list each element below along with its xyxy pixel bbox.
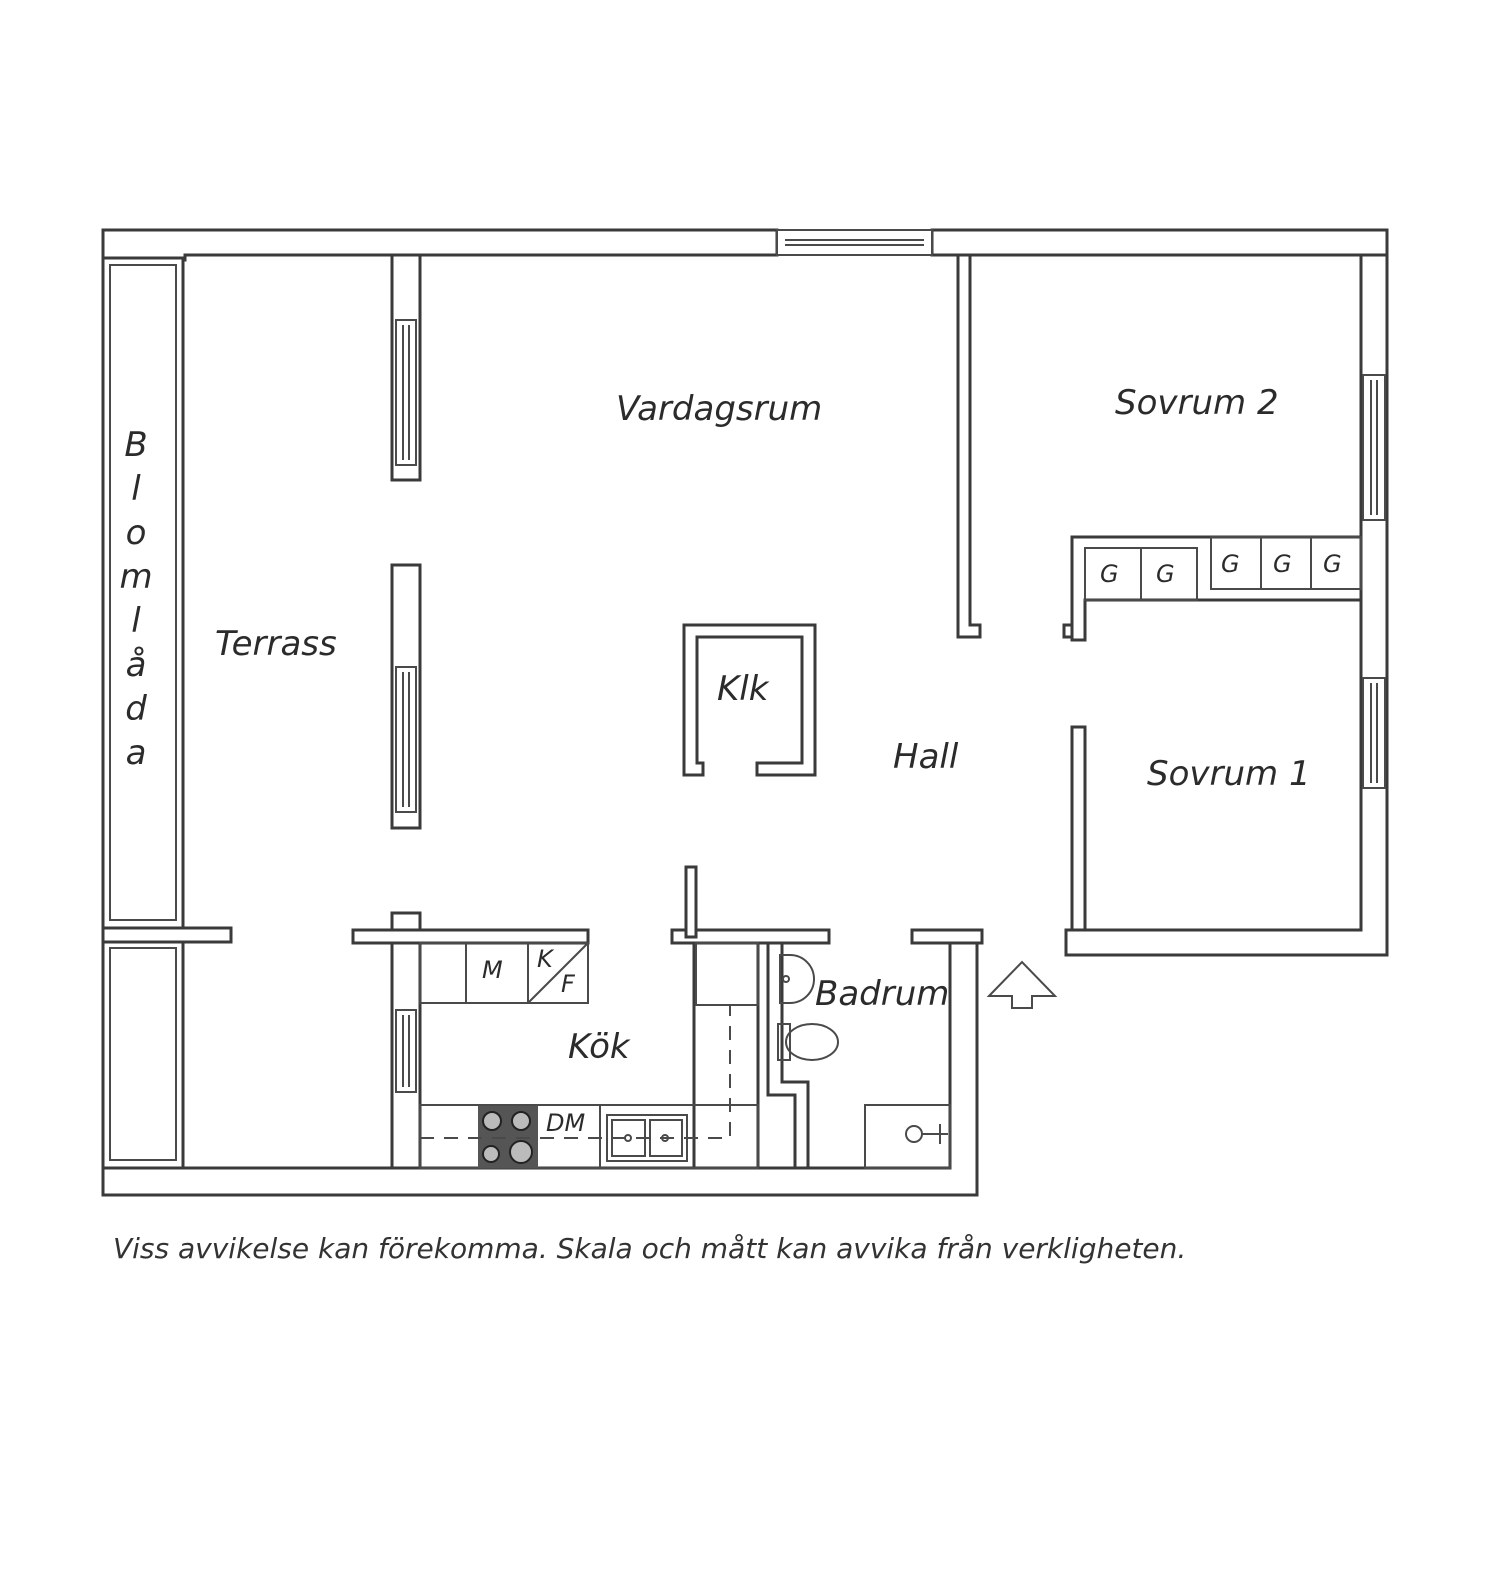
label-kok: Kök [568, 1027, 631, 1067]
bedroom-walls [1062, 374, 1386, 932]
fridge-f-label: F [561, 970, 576, 998]
label-terrass: Terrass [215, 624, 337, 664]
fridge-k-label: K [537, 945, 555, 973]
label-klk: Klk [717, 669, 770, 709]
closet-label: G [1221, 550, 1240, 578]
entrance-arrow-icon [986, 960, 1058, 1009]
label-sovrum-1: Sovrum 1 [1147, 754, 1311, 794]
room-labels: Vardagsrum Sovrum 2 Terrass Klk Hall Sov… [215, 383, 1311, 1067]
dishwasher-label: DM [546, 1109, 585, 1137]
disclaimer-text: Viss avvikelse kan förekomma. Skala och … [113, 1232, 1187, 1265]
blomlada-letter: l [131, 601, 141, 641]
terrace-ledge [101, 926, 233, 944]
label-blomlada: B l o m l å d a [119, 425, 152, 773]
blomlada-letter: a [126, 733, 147, 773]
washbasin-icon [779, 954, 815, 1004]
blomlada-letter: B [124, 425, 147, 465]
closets: G G G G G [1084, 536, 1362, 601]
blomlada-letter: d [125, 689, 147, 729]
closet-label: G [1156, 560, 1175, 588]
terrace-window-wall [390, 253, 422, 1170]
label-sovrum-2: Sovrum 2 [1115, 383, 1279, 423]
planter-box [101, 256, 185, 1170]
label-badrum: Badrum [815, 974, 949, 1014]
blomlada-letter: o [126, 513, 147, 553]
window-top [776, 229, 933, 256]
closet-label: G [1323, 550, 1342, 578]
blomlada-letter: m [119, 557, 152, 597]
toilet-icon [777, 1023, 839, 1061]
closet-label: G [1100, 560, 1119, 588]
klk-walls [682, 623, 817, 777]
bathroom [766, 941, 951, 1170]
kitchen-fixtures: M K F DM [419, 942, 759, 1169]
living-bedroom-wall [956, 253, 982, 639]
label-hall: Hall [893, 737, 959, 777]
blomlada-letter: å [126, 645, 147, 685]
label-vardagsrum: Vardagsrum [616, 389, 822, 429]
kitchen-walls [351, 865, 984, 1170]
blomlada-letter: l [131, 469, 141, 509]
closet-label: G [1273, 550, 1292, 578]
microwave-label: M [482, 956, 503, 984]
shower-icon [905, 1124, 948, 1144]
